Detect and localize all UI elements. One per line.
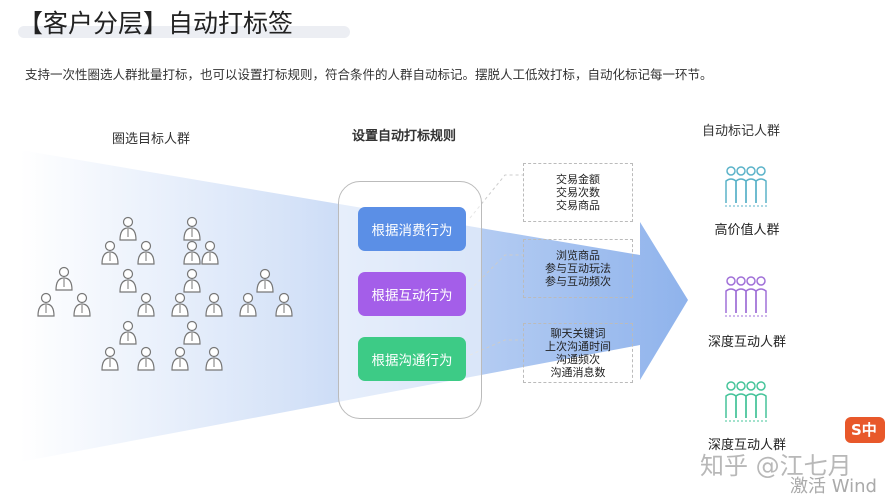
conditions-interaction: 浏览商品 参与互动玩法 参与互动频次 [523,239,633,298]
middle-heading: 设置自动打标规则 [352,129,457,144]
person-icon [137,240,155,265]
person-icon [137,292,155,317]
person-icon [171,346,189,371]
condition: 交易金额 [556,173,600,186]
description: 支持一次性圈选人群批量打标，也可以设置打标规则，符合条件的人群自动标记。摆脱人工… [25,67,713,82]
person-icon [205,292,223,317]
rule-interaction[interactable]: 根据互动行为 [358,272,466,316]
person-icon [171,292,189,317]
condition: 沟通消息数 [550,366,606,379]
person-icon [183,320,201,345]
group-label: 高价值人群 [714,223,780,238]
condition: 上次沟通时间 [545,340,611,353]
group-icon-deep-interaction [725,276,767,317]
person-icon [119,216,137,241]
person-icon [256,268,274,293]
person-icon [101,240,119,265]
condition: 聊天关键词 [550,327,606,340]
person-icon [101,346,119,371]
person-icon [37,292,55,317]
condition: 浏览商品 [556,249,600,262]
person-icon [183,268,201,293]
person-icon [183,240,201,265]
page-title: 【客户分层】自动打标签 [18,9,294,38]
condition: 沟通频次 [556,353,600,366]
right-heading: 自动标记人群 [702,124,781,139]
person-icon [183,216,201,241]
condition: 交易次数 [556,186,600,199]
ime-badge[interactable]: S中 [845,417,885,443]
group-icon-deep-interaction-2 [725,381,767,422]
condition: 交易商品 [556,199,600,212]
title-underline [18,26,350,38]
person-icon [275,292,293,317]
group-icon-high-value [725,166,767,207]
condition: 参与互动频次 [545,275,611,288]
rule-consumption[interactable]: 根据消费行为 [358,207,466,251]
person-icon [137,346,155,371]
activation-text: 激活 Wind [790,476,877,497]
person-icon [205,346,223,371]
left-heading: 圈选目标人群 [112,132,191,147]
person-icon [119,268,137,293]
person-icon [55,266,73,291]
conditions-consumption: 交易金额 交易次数 交易商品 [523,163,633,222]
rule-communication[interactable]: 根据沟通行为 [358,337,466,381]
group-label: 深度互动人群 [707,438,786,453]
conditions-communication: 聊天关键词 上次沟通时间 沟通频次 沟通消息数 [523,323,633,383]
condition: 参与互动玩法 [545,262,611,275]
person-icon [119,320,137,345]
person-icon [73,292,91,317]
watermark: 知乎 @江七月 [700,452,852,480]
person-icon [239,292,257,317]
group-label: 深度互动人群 [707,335,786,350]
person-icon [201,240,219,265]
